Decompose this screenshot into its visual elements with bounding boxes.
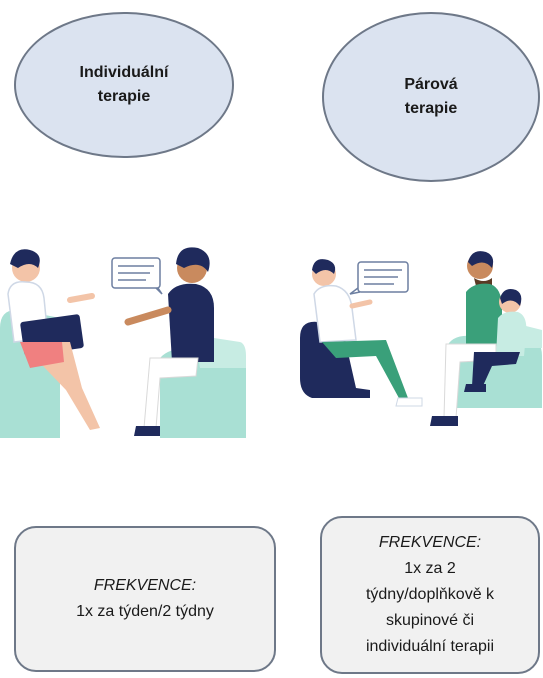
individual-therapy-title-line1: Individuální xyxy=(79,64,169,81)
couple-frequency-label: FREKVENCE: xyxy=(378,534,482,551)
individual-frequency-box: FREKVENCE: 1x za týden/2 týdny xyxy=(14,526,276,672)
couple-therapy-title-line1: Párová xyxy=(404,76,458,93)
couple-therapy-illustration xyxy=(300,251,542,426)
individual-therapy-title-line2: terapie xyxy=(97,88,151,105)
couple-frequency-box: FREKVENCE: 1x za 2 týdny/doplňkově k sku… xyxy=(320,516,540,674)
individual-therapy-illustration xyxy=(0,247,246,438)
couple-frequency-line3: skupinové či xyxy=(385,612,475,629)
couple-frequency-line4: individuální terapii xyxy=(365,638,495,655)
couple-frequency-line2: týdny/doplňkově k xyxy=(365,586,495,603)
individual-frequency-label: FREKVENCE: xyxy=(93,577,197,594)
individual-therapy-ellipse: Individuální terapie xyxy=(14,12,234,158)
couple-frequency-line1: 1x za 2 xyxy=(404,560,456,577)
individual-frequency-text: 1x za týden/2 týdny xyxy=(76,603,214,620)
couple-therapy-title-line2: terapie xyxy=(404,100,458,117)
couple-therapy-ellipse: Párová terapie xyxy=(322,12,540,182)
